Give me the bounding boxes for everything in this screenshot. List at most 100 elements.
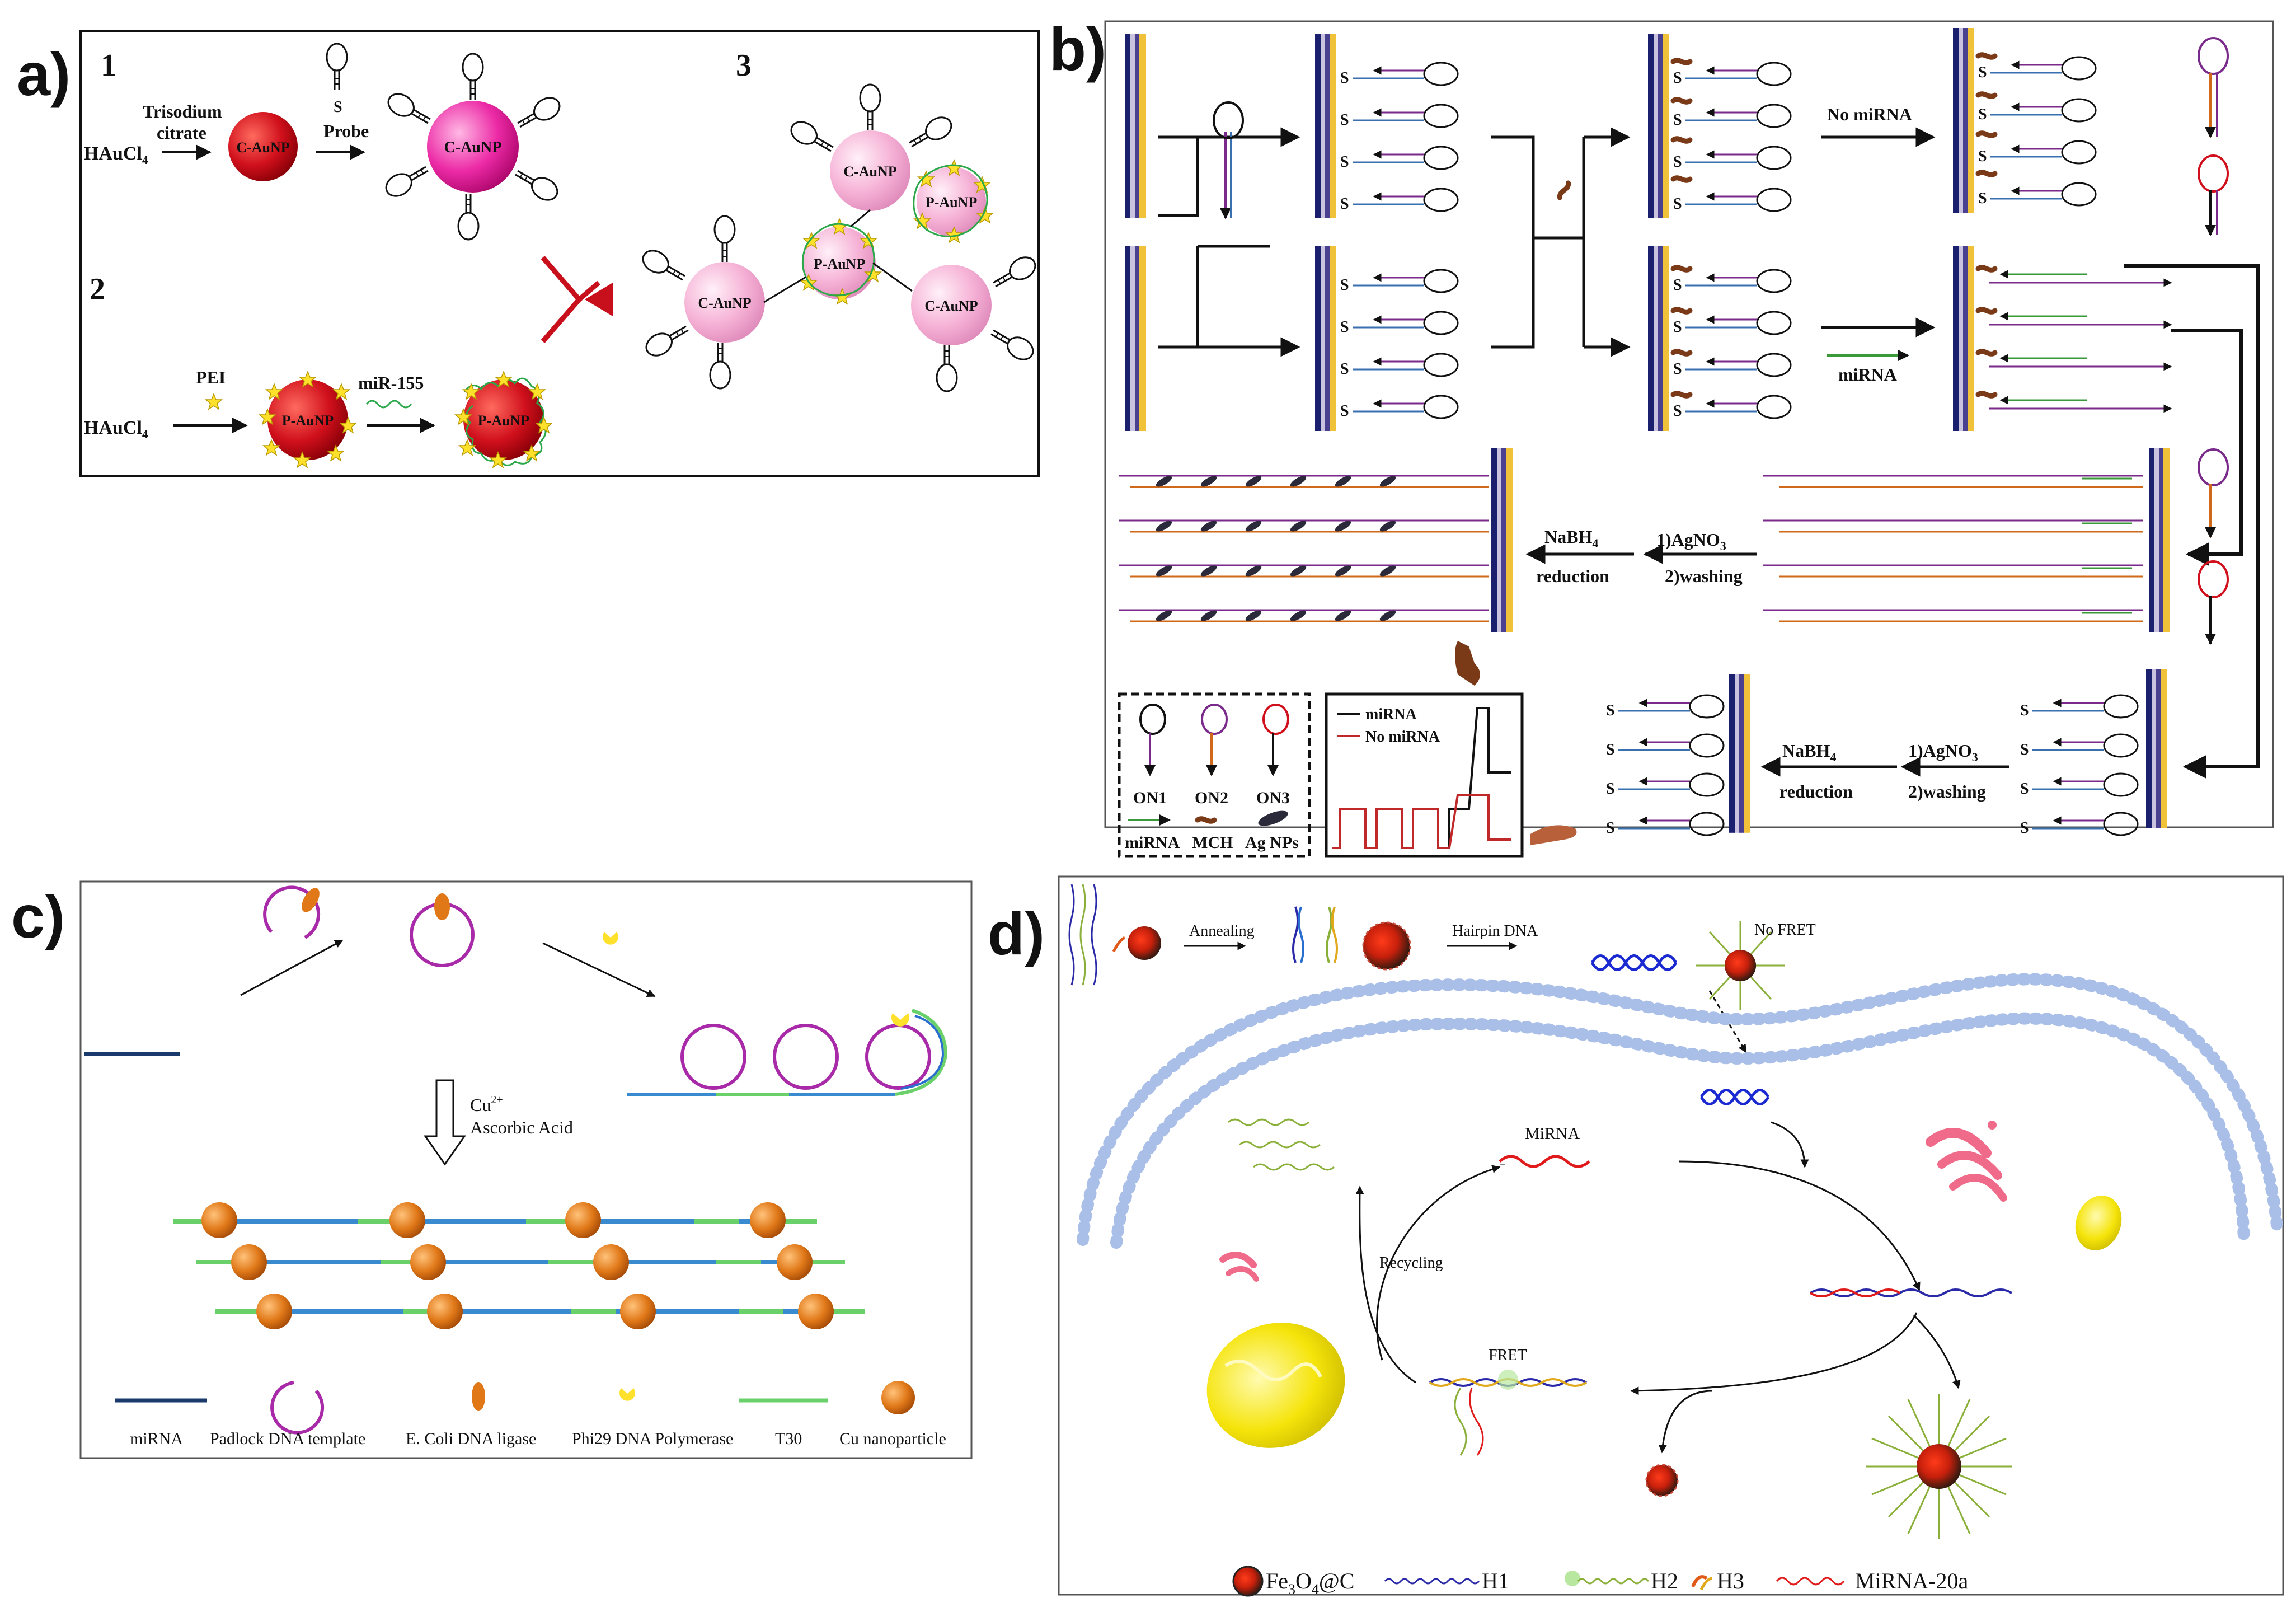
mir155-label: miR-155 [358,373,424,393]
on1-hairpin-icon [1213,101,1244,219]
mitochondrion-large [1206,1323,1345,1448]
washing-step-label-1: 2)washing [1665,566,1743,586]
reagent-trisodium-line2: citrate [157,123,206,143]
fret-nanoparticle [1866,1394,2012,1539]
cu-label: Cu2+ [470,1094,503,1115]
legend-on2: ON2 [1195,789,1228,807]
step3-number: 3 [736,48,752,83]
recycled-strands [1228,1118,1335,1171]
silver-deposited-electrode [1119,448,1513,686]
mirna-strand-d [1499,1155,1590,1168]
golgi-organelle [1926,1121,2007,1202]
recycling-label: Recycling [1379,1254,1443,1272]
panel-c-letter: c) [11,883,65,950]
hairpin-strands-start [1068,884,1161,986]
mitochondrion-small [2075,1196,2122,1250]
mirna-label-b: miRNA [1838,364,1897,385]
no-mirna-label: No miRNA [1827,104,1912,124]
legend-d: Fe3O4@C H1 H2 H3 MiRNA-20a [1232,1566,1968,1597]
c-aunp-label-2: C-AuNP [444,139,502,156]
step2-number: 2 [90,272,105,307]
polymerase-icon [603,932,618,945]
signal-legend-no-mirna: No miRNA [1365,728,1440,746]
duplex-mirna-h1 [1809,1288,2013,1297]
reagent-trisodium-line1: Trisodium [143,101,222,121]
p-aunp-label-1: P-AuNP [282,413,334,429]
legend-c-t30: T30 [775,1430,802,1448]
panel-d: d) Annealing Hairpin DNA [988,875,2284,1597]
legend-on1: ON1 [1133,789,1167,807]
mirna-label-d: MiRNA [1525,1124,1580,1143]
step1-number: 1 [101,48,116,83]
legend-c-cu-np: Cu nanoparticle [839,1430,946,1448]
panel-c-frame [79,880,973,1459]
legend-c: miRNA Padlock DNA template E. Coli DNA l… [115,1381,946,1448]
panel-a-frame [79,30,1040,477]
c-aunp-label-4: C-AuNP [843,163,896,180]
p-aunp-label-2: P-AuNP [478,413,530,429]
legend-c-padlock: Padlock DNA template [210,1430,365,1448]
pointer-hand-icon-1 [1455,641,1480,686]
washing-step-label-2: 2)washing [1908,781,1986,802]
legend-mch: MCH [1192,833,1233,852]
nabh4-label-1: NaBH4 [1544,527,1598,550]
panel-c: c) Cu2+ Ascorbic Acid [11,880,973,1459]
ligase-on-padlock [434,893,450,920]
legend-mirna: miRNA [1125,833,1180,852]
nabh4-label-2: NaBH4 [1782,741,1836,764]
reduction-label-2: reduction [1779,781,1853,802]
no-fret-particle [1696,921,1785,1010]
agno3-step-label-2: 1)AgNO3 [1908,741,1978,764]
legend-h2: H2 [1651,1568,1678,1594]
legend-ag-nps: Ag NPs [1245,833,1299,852]
c-aunp-label-5: C-AuNP [924,298,978,314]
legend-fe3o4: Fe3O4@C [1266,1568,1354,1597]
haucl4-label-top: HAuCl4 [84,143,148,167]
on2-on3-hairpins [2198,37,2229,236]
haucl4-label-bottom: HAuCl4 [84,418,148,441]
rca-product [627,1009,948,1096]
fe3o4-particle-released [1645,1464,1679,1497]
panel-a-letter: a) [17,40,71,108]
c-aunp-label-3: C-AuNP [698,295,751,311]
pei-aunp-particle: P-AuNP [259,371,356,468]
fret-label: FRET [1489,1347,1527,1364]
probe-thiol-label: S [334,99,342,116]
fe3o4-particle-top [1362,921,1411,971]
pei-label: PEI [196,367,226,387]
legend-c-ligase: E. Coli DNA ligase [406,1430,536,1448]
cell-membrane [1077,973,2284,1249]
signal-trace-no-mirna [1332,794,1511,849]
legend-c-polymerase: Phi29 DNA Polymerase [572,1430,733,1448]
panel-b: b) [1049,15,2274,858]
mir155-bound-p-aunp: P-AuNP [455,371,552,468]
bare-electrode-bottom [1125,246,1146,431]
pointer-hand-icon-2 [1530,825,1577,845]
signal-plot: miRNA No miRNA [1325,692,1524,858]
reduction-label-1: reduction [1536,566,1609,586]
annealed-strands [1292,906,1338,963]
golgi-organelle-small [1219,1252,1259,1282]
p-aunp-label-4: P-AuNP [814,256,866,272]
probe-functionalized-aunp: C-AuNP [381,53,565,241]
downward-process-arrow [424,1079,466,1166]
padlock-template-open [263,885,321,939]
ligase-icon [302,888,320,912]
legend-c-mirna: miRNA [130,1430,183,1448]
panel-a: a) 1 2 3 HAuCl4 Trisodium citrate C-AuNP… [17,30,1040,477]
fret-duplex [1429,1370,1588,1456]
p-aunp-label-3: P-AuNP [926,194,978,210]
agno3-step-label-1: 1)AgNO3 [1656,529,1726,553]
panel-d-letter: d) [988,899,1045,967]
bare-electrode-top [1125,34,1146,218]
no-fret-label: No FRET [1754,921,1816,939]
panel-b-frame [1104,20,2274,828]
cu-nanoparticle-strands [173,1202,865,1329]
mir155-strand-icon [365,400,412,409]
legend-on3: ON3 [1256,789,1290,807]
legend-mirna20a: MiRNA-20a [1855,1568,1968,1594]
ascorbic-acid-label: Ascorbic Acid [470,1117,573,1137]
c-aunp-label-1: C-AuNP [236,139,289,156]
nanoparticle-aggregate: C-AuNP C-AuNP P-AuNP P-AuNP C-AuNP [638,83,1040,392]
